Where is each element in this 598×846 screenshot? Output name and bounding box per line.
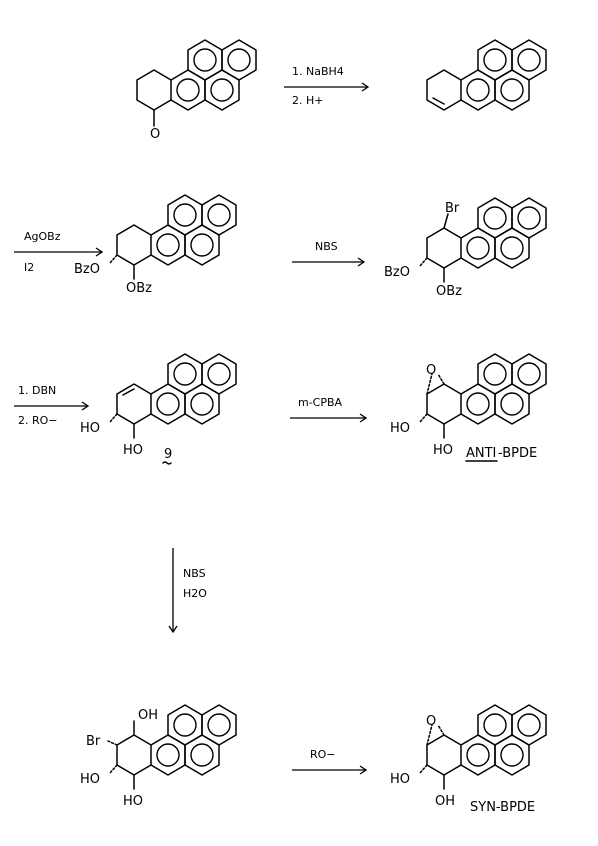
step-5-reagent: m-CPBA [298,396,343,409]
bromotriol-oh-label: OH [138,708,158,723]
diol-number-underline [162,461,172,465]
ketone-oxygen-label: O [150,127,160,142]
syn-bpde-compound: O HO OH SYN-BPDE [390,704,547,815]
bromo-dibenzoate-obz-label: OBz [436,284,462,299]
ketone-compound: O [136,39,257,142]
step-1-arrow: 1. NaBH4 2. H+ [284,65,370,107]
dihydro-compound [426,39,547,111]
step-1-reagent-line-2: 2. H+ [292,94,323,107]
dibenzoate-compound: BzO OBz [74,194,237,296]
step-2-arrow: AgOBz I2 [14,230,104,274]
dibenzoate-obz-label: OBz [126,281,152,296]
bromo-dibenzoate-bzo-label: BzO [384,265,410,280]
diol-ho-label-2: HO [123,443,143,458]
anti-ho-label-2: HO [433,443,453,458]
bromo-dibenzoate-compound: Br BzO OBz [384,197,547,299]
step-6-reagent-line-2: H2O [183,587,207,600]
step-7-arrow: RO− [292,748,368,775]
diol-9-compound: HO HO 9 [80,353,237,465]
step-1-reagent-line-1: 1. NaBH4 [292,65,344,78]
bromotriol-br-label: Br [86,734,101,749]
step-3-reagent: NBS [315,240,338,253]
syn-oh-label: OH [435,794,455,809]
bromotriol-compound: OH Br HO HO [80,704,237,809]
step-6-arrow: NBS H2O [168,548,207,634]
bromotriol-ho-label-1: HO [80,772,100,787]
dibenzoate-bzo-label: BzO [74,262,100,277]
anti-bpde-compound: O HO HO ANTI -BPDE [390,353,547,462]
anti-ho-label-1: HO [390,421,410,436]
anti-epoxide-oxygen: O [426,363,436,378]
syn-epoxide-oxygen: O [426,714,436,729]
bromo-dibenzoate-br-label: Br [445,201,460,216]
step-2-reagent-line-1: AgOBz [24,230,61,243]
diol-compound-number: 9 [164,447,172,462]
step-2-reagent-line-2: I2 [24,261,34,274]
anti-bpde-label-prefix: ANTI [466,446,496,461]
step-5-arrow: m-CPBA [290,396,368,423]
bromotriol-ho-label-2: HO [123,794,143,809]
step-7-reagent: RO− [310,748,336,761]
step-4-reagent-line-2: 2. RO− [18,414,58,427]
step-4-reagent-line-1: 1. DBN [18,384,56,397]
step-4-arrow: 1. DBN 2. RO− [14,384,90,427]
step-6-reagent-line-1: NBS [183,567,206,580]
anti-bpde-label-suffix: -BPDE [498,446,537,461]
syn-ho-label: HO [390,772,410,787]
step-3-arrow: NBS [292,240,366,267]
diol-ho-label-1: HO [80,421,100,436]
syn-bpde-label: SYN-BPDE [470,800,535,815]
